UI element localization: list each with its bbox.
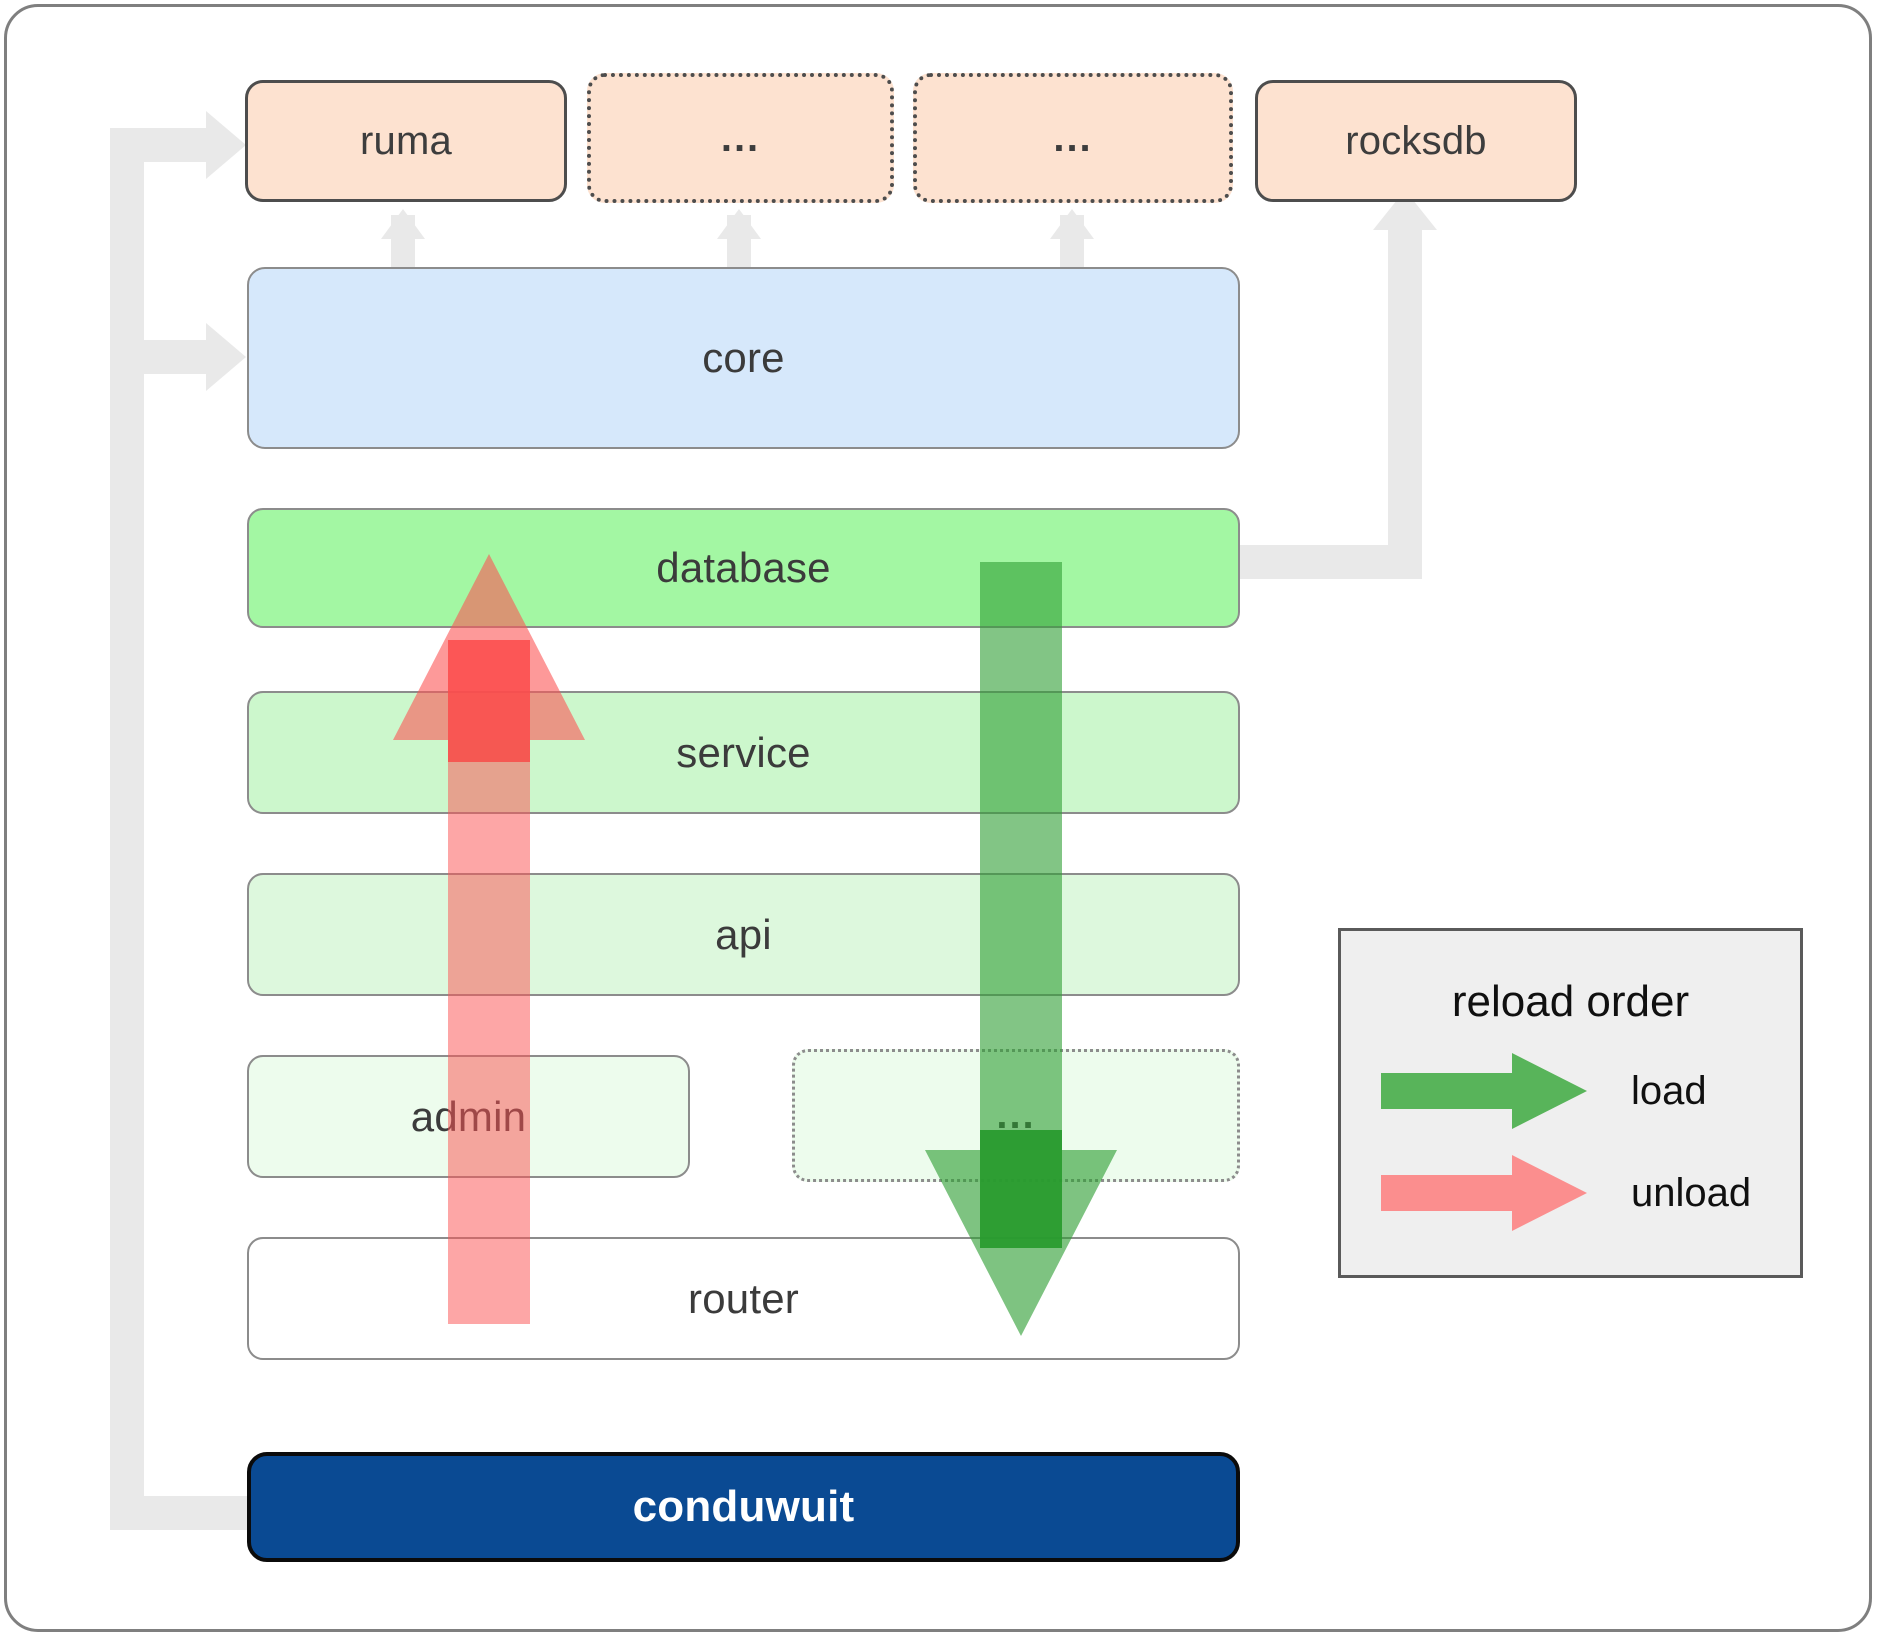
unload-arrow-head	[393, 554, 585, 740]
legend-unload-label: unload	[1631, 1171, 1752, 1215]
node-label-router: router	[688, 1274, 799, 1322]
node-service[interactable]: service	[247, 691, 1240, 814]
legend-load-head	[1512, 1053, 1587, 1129]
legend-panel: reload order load unload	[1338, 928, 1803, 1278]
node-label-service: service	[676, 728, 811, 776]
node-label-database: database	[656, 544, 831, 591]
legend-load-label: load	[1631, 1069, 1707, 1113]
connector-bottom-to-conduwuit	[110, 1496, 250, 1530]
connector-trunk-vertical	[110, 128, 144, 1530]
connector-arrowhead-ruma	[206, 111, 246, 179]
node-core[interactable]: core	[247, 267, 1240, 449]
legend-unload-head	[1512, 1155, 1587, 1231]
dep-box-dots2[interactable]: ...	[913, 73, 1233, 203]
connector-core-to-dots2-arrowhead	[1050, 209, 1094, 239]
node-api[interactable]: api	[247, 873, 1240, 996]
connector-arrowhead-core	[206, 323, 246, 391]
connector-branch-core	[144, 340, 214, 374]
legend-load-shaft	[1381, 1073, 1531, 1109]
connector-core-to-ruma-arrowhead	[381, 209, 425, 239]
legend-unload-shaft	[1381, 1175, 1531, 1211]
diagram-frame	[4, 4, 1872, 1632]
dep-label-rocksdb: rocksdb	[1345, 119, 1487, 163]
dep-label-dots1: ...	[720, 115, 761, 160]
node-label-conduwuit: conduwuit	[632, 1482, 855, 1531]
dep-box-ruma[interactable]: ruma	[245, 80, 567, 202]
connector-branch-ruma	[144, 128, 214, 162]
dep-label-dots2: ...	[1053, 115, 1093, 160]
node-conduwuit[interactable]: conduwuit	[247, 1452, 1240, 1562]
node-label-api: api	[715, 910, 772, 958]
connector-core-to-dots1-arrowhead	[717, 209, 761, 239]
load-arrow-head	[925, 1150, 1117, 1336]
connector-database-to-rocksdb-vertical	[1388, 225, 1422, 565]
dep-box-rocksdb[interactable]: rocksdb	[1255, 80, 1577, 202]
dep-label-ruma: ruma	[360, 119, 452, 163]
dep-box-dots1[interactable]: ...	[587, 73, 894, 203]
legend-title: reload order	[1451, 977, 1690, 1026]
node-label-core: core	[702, 334, 785, 381]
